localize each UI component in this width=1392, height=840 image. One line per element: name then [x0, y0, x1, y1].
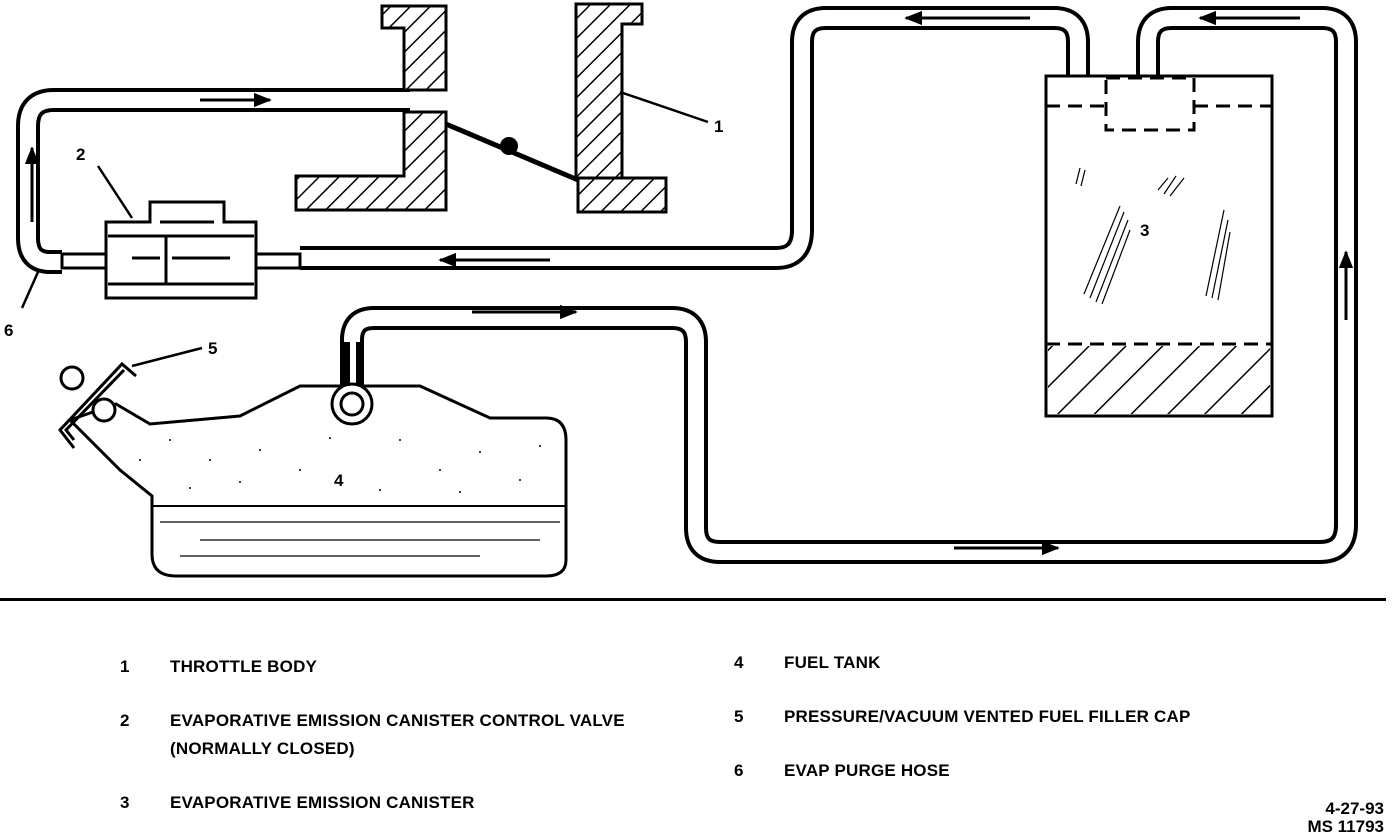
legend-number: 3	[120, 793, 130, 812]
evap-purge-hose	[16, 88, 410, 274]
legend-number: 4	[734, 653, 744, 672]
legend-text: THROTTLE BODY	[170, 657, 318, 676]
legend-text: EVAP PURGE HOSE	[784, 761, 950, 780]
canister-to-valve-hose	[300, 5, 1090, 270]
figure-code: MS 11793	[1307, 817, 1384, 836]
throttle-body	[294, 2, 668, 214]
flow-arrows	[24, 10, 1354, 556]
divider-rule	[0, 598, 1386, 601]
fuel-filler-cap	[58, 361, 137, 449]
callout-1: 1	[714, 117, 723, 136]
callout-5: 5	[208, 339, 217, 358]
legend-text: PRESSURE/VACUUM VENTED FUEL FILLER CAP	[784, 707, 1191, 726]
legend-number: 1	[120, 657, 130, 676]
evaporative-emission-canister	[1044, 74, 1274, 418]
legend-text: EVAPORATIVE EMISSION CANISTER	[170, 793, 475, 812]
legend-number: 5	[734, 707, 744, 726]
callout-3: 3	[1140, 221, 1149, 240]
legend-number: 6	[734, 761, 744, 780]
tank-to-canister-hose	[340, 5, 1358, 564]
callout-6: 6	[4, 321, 13, 340]
callout-4: 4	[334, 471, 344, 490]
callout-2: 2	[76, 145, 85, 164]
legend-number: 2	[120, 711, 130, 730]
figure-stamp: 4-27-93 MS 11793	[1307, 800, 1384, 836]
legend-text: FUEL TANK	[784, 653, 881, 672]
fuel-tank	[67, 342, 568, 578]
leader-lines	[20, 90, 709, 368]
legend-text-line2: (NORMALLY CLOSED)	[170, 739, 355, 758]
canister-control-valve	[104, 200, 258, 300]
figure-date: 4-27-93	[1325, 799, 1384, 818]
evap-system-diagram: 1 2 3 4 5 6	[4, 2, 1358, 578]
legend-text: EVAPORATIVE EMISSION CANISTER CONTROL VA…	[170, 711, 625, 730]
